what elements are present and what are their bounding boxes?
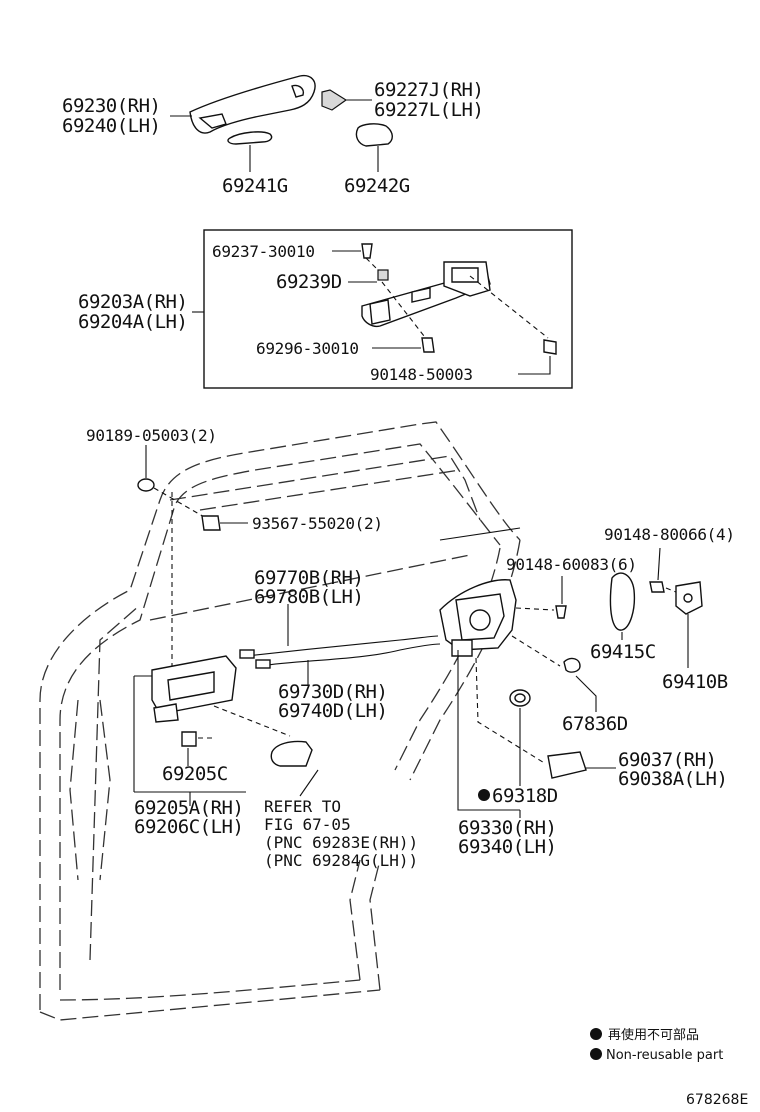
refer-note-line3: (PNC 69283E(RH)) (264, 833, 418, 852)
cover-69205c (181, 731, 197, 747)
screw-90148-60083 (555, 605, 567, 619)
refer-note-line4: (PNC 69284G(LH)) (264, 851, 418, 870)
label-69203a-rh: 69203A(RH) (78, 291, 187, 313)
label-69227l-lh: 69227L(LH) (374, 99, 483, 121)
label-69037-rh: 69037(RH) (618, 749, 716, 771)
inside-handle-assembly (151, 655, 237, 723)
label-69242g: 69242G (344, 175, 410, 197)
lock-cable-69770b (239, 635, 439, 659)
screw-69296 (421, 337, 435, 353)
screw-69237 (361, 243, 373, 259)
screw-93567 (201, 515, 221, 531)
label-69780b-lh: 69780B(LH) (254, 586, 363, 608)
legend-text-jp: 再使用不可部品 (608, 1027, 699, 1043)
label-69239d: 69239D (276, 271, 342, 293)
handle-pad (321, 89, 348, 111)
label-69227j-rh: 69227J(RH) (374, 79, 483, 101)
label-69240-lh: 69240(LH) (62, 115, 160, 137)
refer-note-line2: FIG 67-05 (264, 815, 351, 834)
legend-dot-jp (590, 1028, 602, 1040)
legend-dot-en (590, 1048, 602, 1060)
label-69296-30010: 69296-30010 (256, 339, 359, 358)
label-69415c: 69415C (590, 641, 656, 663)
label-69318d: 69318D (492, 785, 558, 807)
lock-remote-control-69037 (547, 751, 587, 779)
label-90189-05003: 90189-05003(2) (86, 426, 217, 445)
label-69230-rh: 69230(RH) (62, 95, 160, 117)
open-cable-69730d (255, 643, 441, 669)
handle-frame-assembly (361, 261, 491, 328)
label-69740d-lh: 69740D(LH) (278, 700, 387, 722)
lock-striker-cover-69415c (609, 572, 636, 631)
label-69330-rh: 69330(RH) (458, 817, 556, 839)
label-69340-lh: 69340(LH) (458, 836, 556, 858)
grommet-69318d (509, 689, 531, 707)
label-69038a-lh: 69038A(LH) (618, 768, 727, 790)
outside-handle-cover (227, 131, 273, 145)
label-93567-55020: 93567-55020(2) (252, 514, 383, 533)
label-90148-60083: 90148-60083(6) (506, 555, 637, 574)
bolt-90148-80066 (649, 581, 665, 593)
label-69204a-lh: 69204A(LH) (78, 311, 187, 333)
outside-handle-frame (189, 74, 316, 134)
label-67836d: 67836D (562, 713, 628, 735)
door-lock-assembly (439, 579, 517, 657)
cylinder-cover (355, 123, 393, 147)
label-69770b-rh: 69770B(RH) (254, 567, 363, 589)
bolt-90148-50003 (543, 339, 557, 355)
frame-assembly-box (203, 229, 573, 389)
label-69237-30010: 69237-30010 (212, 242, 315, 261)
legend: 再使用不可部品 Non-reusable part (590, 1027, 723, 1063)
seal-69239d (377, 269, 389, 281)
label-69241g: 69241G (222, 175, 288, 197)
label-69410b: 69410B (662, 671, 728, 693)
label-69205a-rh: 69205A(RH) (134, 797, 243, 819)
label-90148-50003: 90148-50003 (370, 365, 473, 384)
label-69205c: 69205C (162, 763, 228, 785)
label-69730d-rh: 69730D(RH) (278, 681, 387, 703)
label-90148-80066: 90148-80066(4) (604, 525, 735, 544)
non-reusable-mark-69318d (478, 789, 490, 801)
inside-handle-bezel (270, 740, 313, 767)
refer-note-line1: REFER TO (264, 797, 341, 816)
label-69206c-lh: 69206C(LH) (134, 816, 243, 838)
striker-69410b (675, 581, 703, 615)
legend-text-en: Non-reusable part (606, 1048, 723, 1063)
figure-id: 678268E (686, 1092, 748, 1108)
seal-67836d (563, 657, 581, 673)
clip-90189 (137, 478, 155, 492)
